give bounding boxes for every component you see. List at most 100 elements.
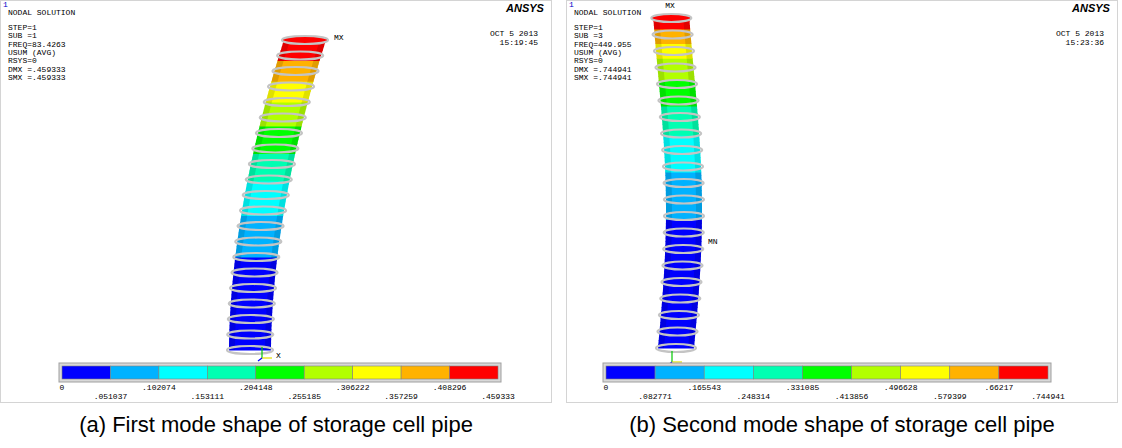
pipe-ring <box>240 207 286 215</box>
colorbar-segment <box>304 366 352 379</box>
colorbar-segment <box>606 366 655 379</box>
pipe-ring <box>653 31 693 39</box>
legend-value: .408296 <box>433 384 467 392</box>
pipe-ring <box>663 245 703 253</box>
annotation-line: SUB =1 <box>8 32 37 40</box>
colorbar-segment <box>401 366 449 379</box>
legend-value: .357259 <box>384 393 418 401</box>
date-stamp: OCT 5 2013 <box>490 30 538 38</box>
legend-value: .744941 <box>1031 393 1065 401</box>
pipe-ring <box>657 328 697 336</box>
legend-value: .165543 <box>687 384 721 392</box>
legend-value: 0 <box>604 384 609 392</box>
pipe-ring <box>249 160 295 168</box>
solution-header: NODAL SOLUTION <box>574 9 641 17</box>
pipe-ring <box>655 64 695 72</box>
legend-value: .153111 <box>191 393 225 401</box>
axis-line <box>671 351 672 362</box>
pipe-shade <box>268 43 322 350</box>
pipe-ring <box>264 98 310 106</box>
pipe-ring <box>661 130 701 138</box>
pipe-ring <box>227 346 273 354</box>
pipe-ring <box>246 176 292 184</box>
date-stamp: OCT 5 2013 <box>1056 30 1104 38</box>
pipe-ring <box>233 253 279 261</box>
annotation-line: FREQ=449.955 <box>574 41 632 49</box>
time-stamp: 15:19:45 <box>500 39 538 47</box>
brand-logo: ANSYS <box>1072 3 1110 14</box>
pipe-ring <box>663 163 703 171</box>
pipe-ring <box>662 262 702 270</box>
legend-value: .051037 <box>94 393 128 401</box>
annotation-line: SMX =.744941 <box>574 74 632 82</box>
pipe-ring <box>227 331 273 339</box>
colorbar-segment <box>802 366 851 379</box>
colorbar-segment <box>950 366 999 379</box>
pipe-ring <box>660 113 700 121</box>
axis-line <box>262 357 272 358</box>
pipe-rings <box>227 36 328 354</box>
legend-value: .248314 <box>737 393 771 401</box>
annotation-line: STEP=1 <box>8 24 37 32</box>
colorbar-segment <box>852 366 901 379</box>
colorbar-segment <box>353 366 401 379</box>
time-stamp: 15:23:36 <box>1066 39 1104 47</box>
pipe-ring <box>228 315 274 323</box>
annotation-line: FREQ=83.4263 <box>8 41 66 49</box>
pipe-ring <box>654 47 694 55</box>
colorbar-segment <box>110 366 158 379</box>
legend-value: .579399 <box>933 393 967 401</box>
pipe-ring <box>664 212 704 220</box>
pipe-ring <box>664 229 704 237</box>
pipe-ring <box>659 311 699 319</box>
annotation-line: USUM (AVG) <box>8 49 56 57</box>
result-panel <box>1 1 552 403</box>
pipe-ring <box>660 295 700 303</box>
axis-triad <box>258 347 272 361</box>
pipe-ring <box>664 196 704 204</box>
extreme-marker: MX <box>665 2 675 10</box>
extreme-marker: MX <box>334 34 344 42</box>
pipe-ring <box>238 222 284 230</box>
colorbar-segment <box>207 366 255 379</box>
colorbar-segment <box>999 366 1048 379</box>
pipe-ring <box>260 114 306 122</box>
legend-value: .331085 <box>786 384 820 392</box>
annotation-line: RSYS=0 <box>574 57 603 65</box>
colorbar-segment <box>753 366 802 379</box>
pipe-ring <box>235 238 281 246</box>
colorbar <box>606 366 1048 379</box>
colorbar-segment <box>655 366 704 379</box>
pipe-ring <box>229 300 275 308</box>
legend-value: .255185 <box>287 393 321 401</box>
colorbar-segment <box>901 366 950 379</box>
axis-line <box>672 361 682 362</box>
pipe-rings <box>651 14 704 352</box>
pipe-ring <box>272 67 318 75</box>
colorbar-frame <box>59 363 501 382</box>
corner-number: 1 <box>3 1 8 9</box>
legend-value: .496628 <box>884 384 918 392</box>
pipe-ring <box>662 146 702 154</box>
legend-value: 0 <box>60 384 65 392</box>
legend-value: .459333 <box>481 393 515 401</box>
pipe-body <box>653 18 702 349</box>
pipe-body <box>229 40 326 351</box>
pipe-ring <box>256 129 302 137</box>
legend-value: .102074 <box>142 384 176 392</box>
panel-frame <box>1 1 552 403</box>
pipe-ring <box>252 145 298 153</box>
annotation-line: SMX =.459333 <box>8 74 66 82</box>
pipe-ring <box>658 97 698 105</box>
pipe-ring <box>661 278 701 286</box>
pipe-ring <box>282 36 328 44</box>
colorbar <box>62 366 498 379</box>
colorbar-segment <box>256 366 304 379</box>
colorbar-segment <box>62 366 110 379</box>
pipe-ring <box>230 284 276 292</box>
axis-label: X <box>276 352 281 360</box>
annotation-line: RSYS=0 <box>8 57 37 65</box>
pipe-ring <box>232 269 278 277</box>
